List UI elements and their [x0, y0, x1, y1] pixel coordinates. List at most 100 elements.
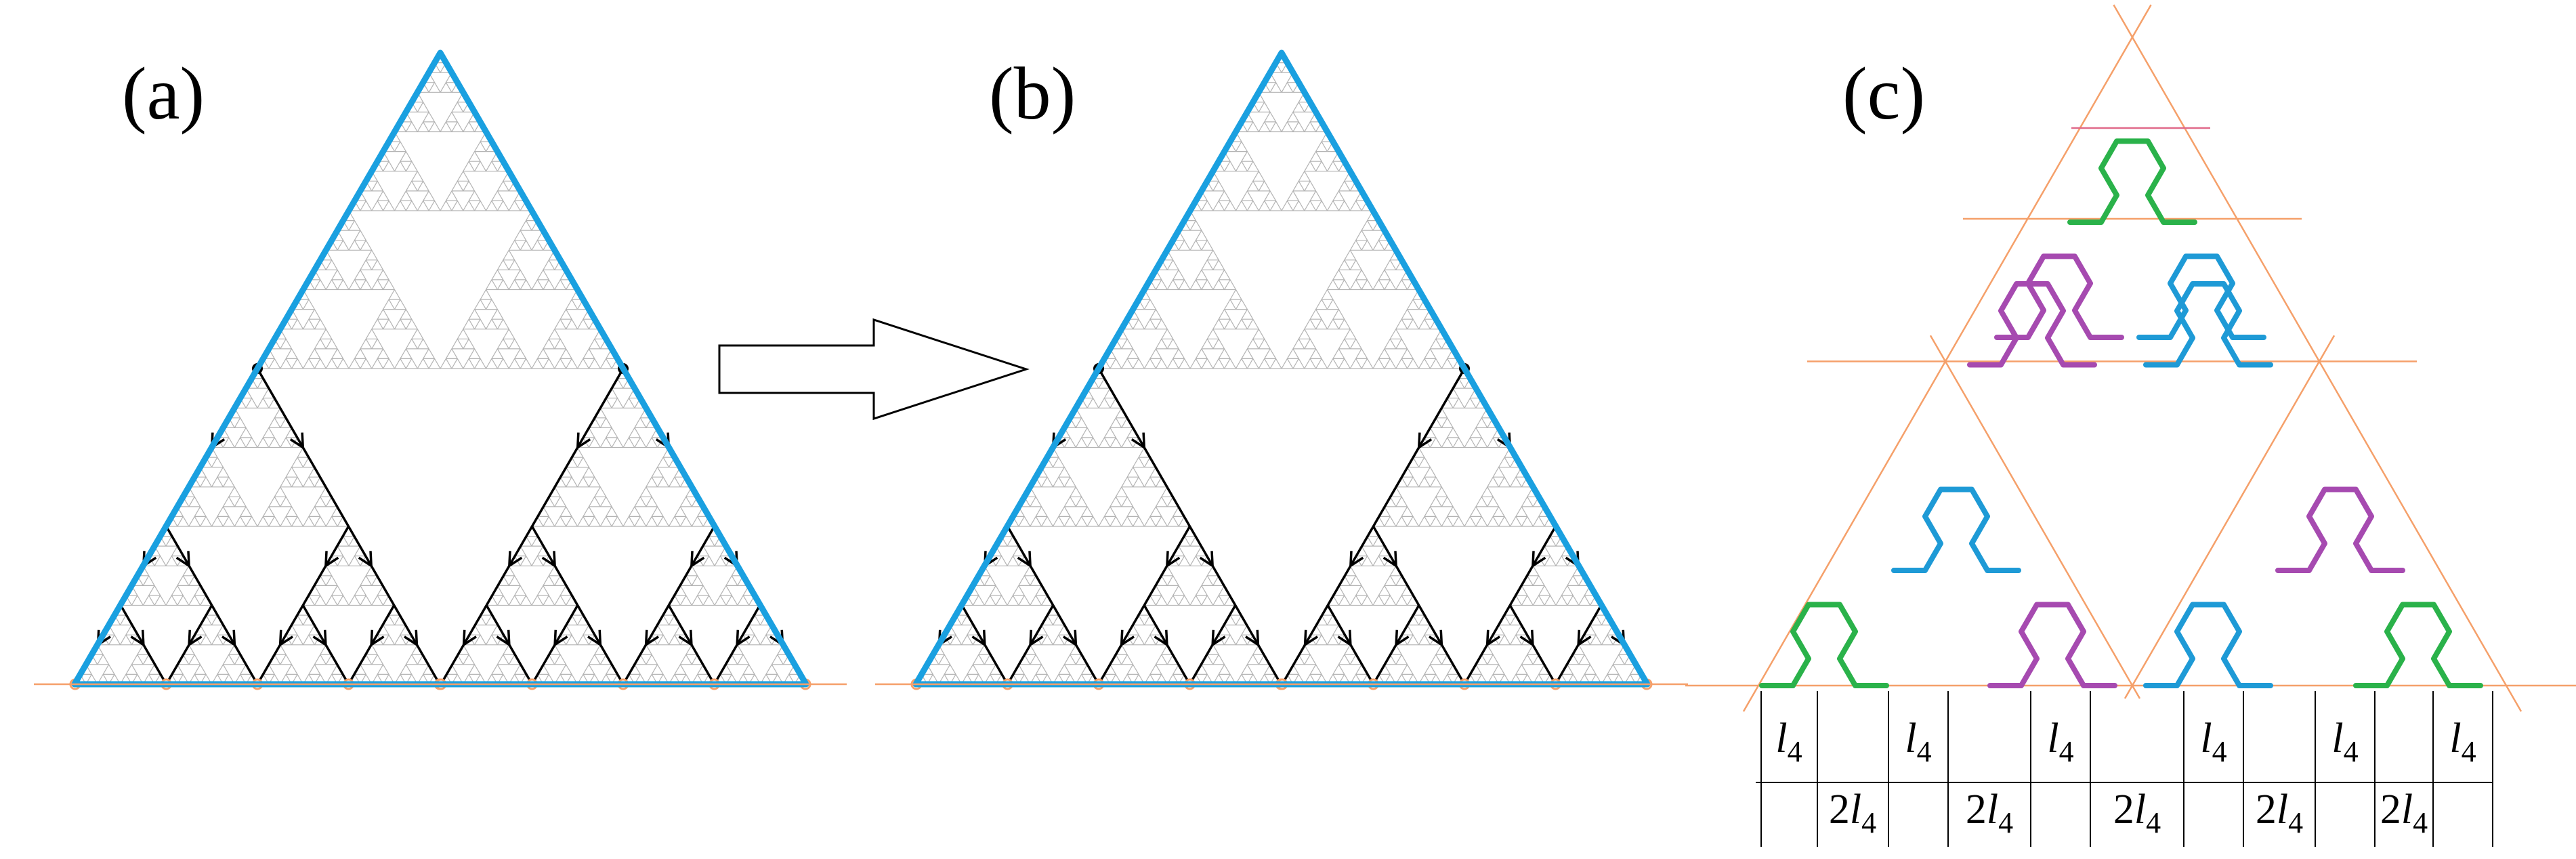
path-segment-purple [2275, 486, 2405, 573]
arrowhead-icon [1062, 629, 1078, 648]
measure-label-2l4: 2l4 [2256, 787, 2303, 839]
arrowhead-icon [736, 629, 751, 648]
arrowhead-icon [358, 551, 373, 568]
measure-coefficient: 2 [1966, 787, 1987, 833]
measure-label-2l4: 2l4 [2113, 787, 2161, 839]
space-filling-path [1759, 138, 2483, 688]
measure-label-l4: l4 [1775, 715, 1802, 768]
arrowhead-icon [278, 629, 294, 648]
construction-lines [1685, 4, 2576, 712]
arrowhead-icon [1029, 629, 1044, 648]
measure-subscript: 4 [2462, 735, 2476, 768]
measure-subscript: 4 [2212, 735, 2227, 768]
arrowhead-icon [1199, 551, 1215, 568]
arrowhead-icon [1245, 629, 1260, 648]
arrowhead-icon [678, 629, 693, 648]
measure-subscript: 4 [1998, 806, 2013, 839]
path-segment-purple [1987, 602, 2117, 688]
guide-line [1742, 4, 2152, 712]
arrowhead-icon [1303, 629, 1318, 648]
measure-subscript: 4 [2059, 735, 2074, 768]
arrowhead-icon [496, 629, 511, 648]
arrowhead-icon [541, 551, 557, 568]
measure-label-2l4: 2l4 [1966, 787, 2013, 839]
measure-coefficient: 2 [2113, 787, 2134, 833]
arrowhead-icon [370, 629, 385, 648]
path-segment-green [1759, 602, 1889, 688]
measure-label-l4: l4 [2331, 715, 2358, 768]
arrowhead-icon [1395, 629, 1410, 648]
measure-label-l4: l4 [2047, 715, 2073, 768]
panel-label-b: (b) [989, 52, 1076, 135]
arrowhead-icon [1349, 551, 1364, 568]
measure-variable: l [1905, 715, 1916, 761]
right-arrow-icon [718, 318, 1030, 421]
measure-label-2l4: 2l4 [2380, 787, 2428, 839]
guide-line [2113, 4, 2522, 712]
measure-subscript: 4 [1788, 735, 1802, 768]
arrowhead-icon [507, 551, 523, 568]
measure-variable: l [2401, 787, 2413, 833]
measure-subscript: 4 [2288, 806, 2303, 839]
arrowhead-icon [324, 551, 339, 568]
arrowhead-icon [312, 629, 327, 648]
measure-subscript: 4 [1861, 806, 1876, 839]
measure-coefficient: 2 [1829, 787, 1850, 833]
measure-subscript: 4 [2146, 806, 2161, 839]
arrowhead-icon [690, 551, 705, 568]
path-segment-blue [2143, 281, 2273, 368]
measure-coefficient: 2 [2380, 787, 2401, 833]
panel-a: (a) [34, 49, 847, 690]
arrowhead-icon [289, 432, 305, 450]
measure-variable: l [2277, 787, 2288, 833]
panel-label-a: (a) [122, 52, 205, 135]
measure-subscript: 4 [1917, 735, 1932, 768]
arrowhead-icon [1428, 629, 1443, 648]
measure-variable: l [2134, 787, 2146, 833]
path-segment-blue [2143, 602, 2273, 688]
arrowhead-icon [130, 629, 145, 648]
measure-variable: l [2331, 715, 2343, 761]
measure-subscript: 4 [2344, 735, 2359, 768]
arrowhead-icon [1485, 629, 1501, 648]
arrowhead-icon [971, 629, 986, 648]
path-segment-green [2067, 138, 2197, 225]
arrowhead-icon [221, 629, 236, 648]
measure-variable: l [2200, 715, 2212, 761]
path-segment-blue [2136, 253, 2266, 340]
measure-variable: l [2047, 715, 2058, 761]
path-segment-purple [1967, 281, 2097, 368]
arrowhead-icon [1531, 551, 1546, 568]
arrowhead-icon [1017, 551, 1032, 568]
arrowhead-icon [1577, 629, 1592, 648]
arrowhead-icon [188, 629, 203, 648]
measure-variable: l [1850, 787, 1861, 833]
arrowhead-icon [1382, 551, 1398, 568]
arrowhead-icon [1519, 629, 1534, 648]
measure-label-l4: l4 [2449, 715, 2476, 768]
arrowhead-icon [1120, 629, 1135, 648]
path-segment-purple [1994, 253, 2124, 340]
arrowhead-icon [553, 629, 568, 648]
arrowhead-icon [576, 432, 591, 450]
guide-line [2124, 335, 2336, 699]
path-segment-green [2353, 602, 2483, 688]
arrowhead-icon [175, 551, 191, 568]
panel-b: (b) [875, 49, 1688, 690]
sierpinski-triangles [73, 51, 807, 685]
arrowhead-icon [1337, 629, 1352, 648]
measure-subscript: 4 [2413, 806, 2428, 839]
arrowhead-icon [1154, 629, 1168, 648]
arrowhead-icon [644, 629, 660, 648]
guide-line [1929, 335, 2141, 699]
arrowhead-icon [587, 629, 602, 648]
measure-label-2l4: 2l4 [1829, 787, 1876, 839]
sierpinski-gasket-a [73, 51, 807, 685]
transform-arrow [718, 318, 1030, 421]
arrowhead-icon [1131, 432, 1146, 450]
measure-variable: l [2449, 715, 2461, 761]
arrowhead-icon [1165, 551, 1181, 568]
measure-variable: l [1987, 787, 1998, 833]
